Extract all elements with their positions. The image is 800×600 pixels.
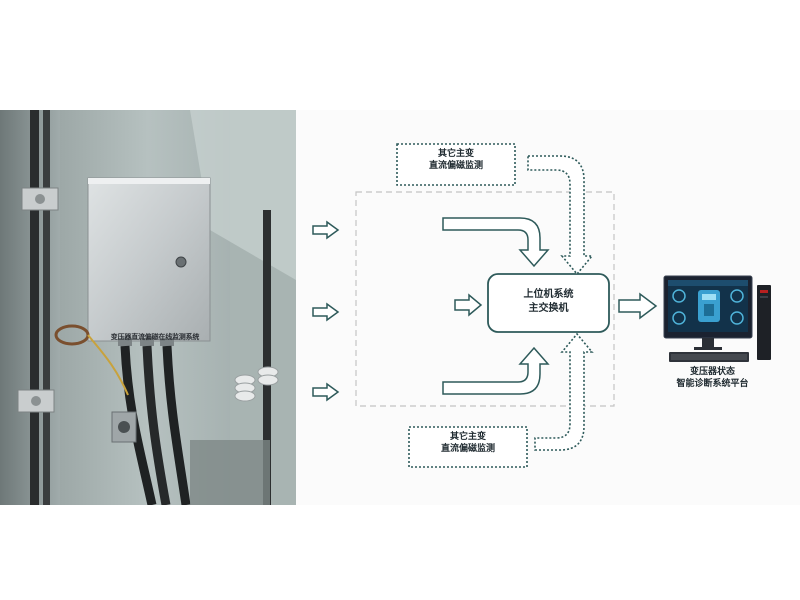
input-arrow-2 [312,302,340,322]
computer-icon [663,275,771,362]
curved-arrows [442,217,550,395]
other-monitor-top-line1: 其它主变 [437,149,474,159]
curved-arrow-top [442,217,550,268]
host-system-label: 上位机系统 主交换机 [488,288,609,315]
input-arrows [312,220,658,402]
other-monitor-bottom-line1: 其它主变 [449,432,486,442]
other-monitor-bottom-line2: 直流偏磁监测 [440,444,495,455]
platform-line1: 变压器状态 [689,367,735,377]
cabinet-photo-graphic [0,110,296,505]
host-system-box [487,273,610,333]
curved-arrow-bottom [442,346,550,395]
input-arrow-3 [312,382,340,402]
other-monitor-top-label: 其它主变 直流偏磁监测 [397,148,515,172]
other-monitor-bottom-box [408,426,528,468]
cabinet-photo: 变压器直流偏磁在线监测系统 [0,110,296,505]
other-monitor-bottom-label: 其它主变 直流偏磁监测 [409,431,527,455]
dotted-arrow-bottom [534,332,594,451]
dotted-arrows [527,155,594,451]
output-arrow [618,292,658,320]
cabinet-label: 变压器直流偏磁在线监测系统 [110,333,200,341]
dotted-arrow-top [527,155,594,276]
host-system-line1: 上位机系统 [523,289,574,300]
host-system-line2: 主交换机 [528,302,569,314]
platform-line2: 智能诊断系统平台 [676,379,749,390]
other-monitor-top-box [396,143,516,186]
other-monitor-top-line2: 直流偏磁监测 [428,161,483,172]
platform-label: 变压器状态 智能诊断系统平台 [650,366,775,390]
input-arrow-1 [312,220,340,240]
collection-group-box [355,191,615,407]
inner-arrow [454,293,483,317]
